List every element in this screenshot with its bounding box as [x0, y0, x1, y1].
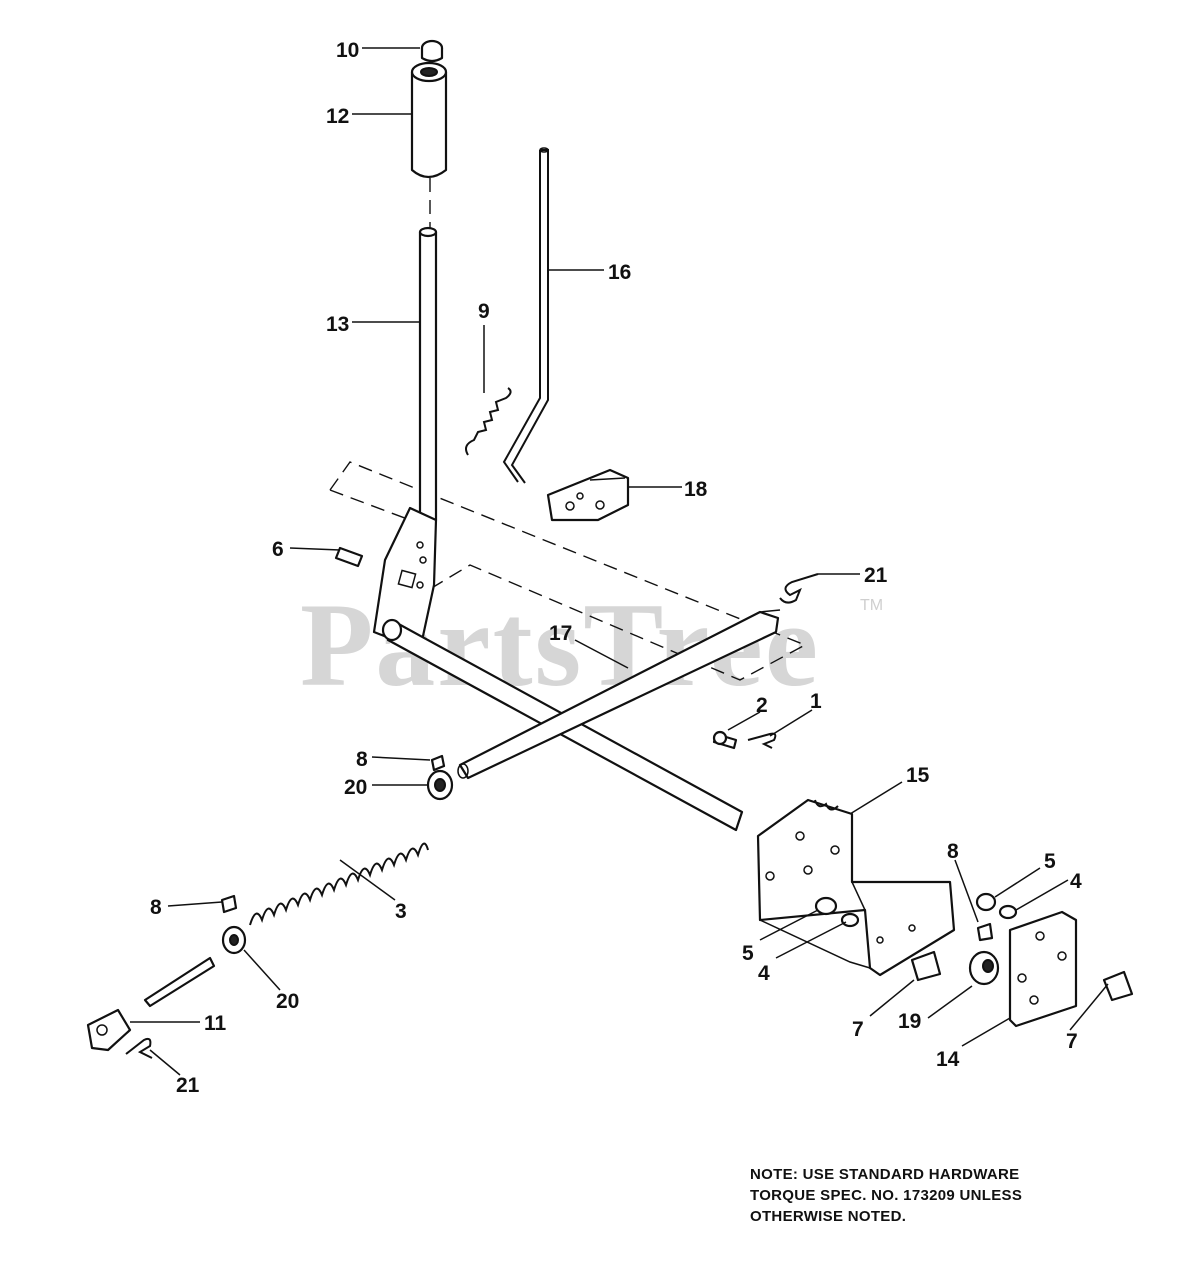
callout-21-upper: 21 — [864, 564, 888, 587]
part-7-bolt-left — [910, 950, 942, 982]
part-7-bolt-right — [1102, 970, 1134, 1002]
callout-16: 16 — [608, 261, 631, 284]
callout-13: 13 — [326, 313, 349, 336]
callout-7-right: 7 — [1066, 1030, 1078, 1053]
part-13-lever — [372, 226, 438, 652]
callout-8-upper: 8 — [356, 748, 368, 771]
callout-20-upper: 20 — [344, 776, 367, 799]
part-8-screw-right — [976, 922, 994, 942]
note-line-2: TORQUE SPEC. NO. 173209 UNLESS — [750, 1187, 1023, 1204]
callout-17: 17 — [549, 622, 572, 645]
part-14-plate — [1008, 910, 1078, 1028]
part-16-rod — [502, 147, 549, 484]
callout-15: 15 — [906, 764, 930, 787]
part-4-washer-left — [840, 912, 860, 928]
callout-7-left: 7 — [852, 1018, 864, 1041]
part-10-cap — [420, 39, 444, 63]
callout-2: 2 — [756, 694, 768, 717]
callout-6: 6 — [272, 538, 284, 561]
callout-1: 1 — [810, 690, 822, 713]
callout-21-lower: 21 — [176, 1074, 200, 1097]
part-21-hairpin-upper — [779, 573, 819, 604]
callout-20-lower: 20 — [276, 990, 299, 1013]
callout-19: 19 — [898, 1010, 921, 1033]
part-11-clevis-pin — [143, 956, 216, 1008]
part-20-collar-upper — [426, 769, 454, 801]
note-line-1: NOTE: USE STANDARD HARDWARE — [750, 1166, 1020, 1183]
callout-8-right: 8 — [947, 840, 959, 863]
part-12-grip — [410, 61, 448, 179]
part-3-spring — [249, 842, 429, 926]
part-5-nut-left — [814, 896, 838, 916]
part-8-screw-lower — [220, 894, 238, 914]
callout-5-left: 5 — [742, 942, 754, 965]
part-8-screw-upper — [430, 754, 446, 772]
callout-8-lower: 8 — [150, 896, 162, 919]
part-9-spring — [465, 387, 512, 456]
callout-4-right: 4 — [1070, 870, 1082, 893]
part-5-nut-right — [975, 892, 997, 912]
hardware-note: NOTE: USE STANDARD HARDWARE TORQUE SPEC.… — [750, 1164, 1130, 1227]
callout-11: 11 — [204, 1012, 227, 1035]
callout-14: 14 — [936, 1048, 960, 1071]
part-6-pin — [334, 546, 364, 568]
part-19-collar — [968, 950, 1000, 986]
part-15-bracket — [756, 798, 956, 977]
part-4-washer-right — [998, 904, 1018, 920]
callout-9: 9 — [478, 300, 490, 323]
callout-5-right: 5 — [1044, 850, 1056, 873]
part-20-collar-lower — [221, 925, 247, 955]
callout-4-left: 4 — [758, 962, 770, 985]
part-1-clip — [747, 732, 777, 749]
callout-18: 18 — [684, 478, 708, 501]
callout-12: 12 — [326, 105, 349, 128]
note-line-3: OTHERWISE NOTED. — [750, 1208, 907, 1225]
leader-lines — [130, 47, 1109, 1076]
part-21-hairpin-lower — [125, 1037, 153, 1059]
callout-10: 10 — [336, 39, 359, 62]
part-2-pin — [712, 730, 738, 750]
part-11-yoke — [86, 1008, 132, 1052]
callout-labels: 10 12 16 13 9 18 6 21 17 2 1 15 8 20 8 5… — [150, 39, 1082, 1097]
watermark-trademark: TM — [860, 597, 883, 614]
callout-3: 3 — [395, 900, 407, 923]
part-18-clevis — [546, 468, 630, 522]
part-17-shaft — [381, 609, 781, 832]
